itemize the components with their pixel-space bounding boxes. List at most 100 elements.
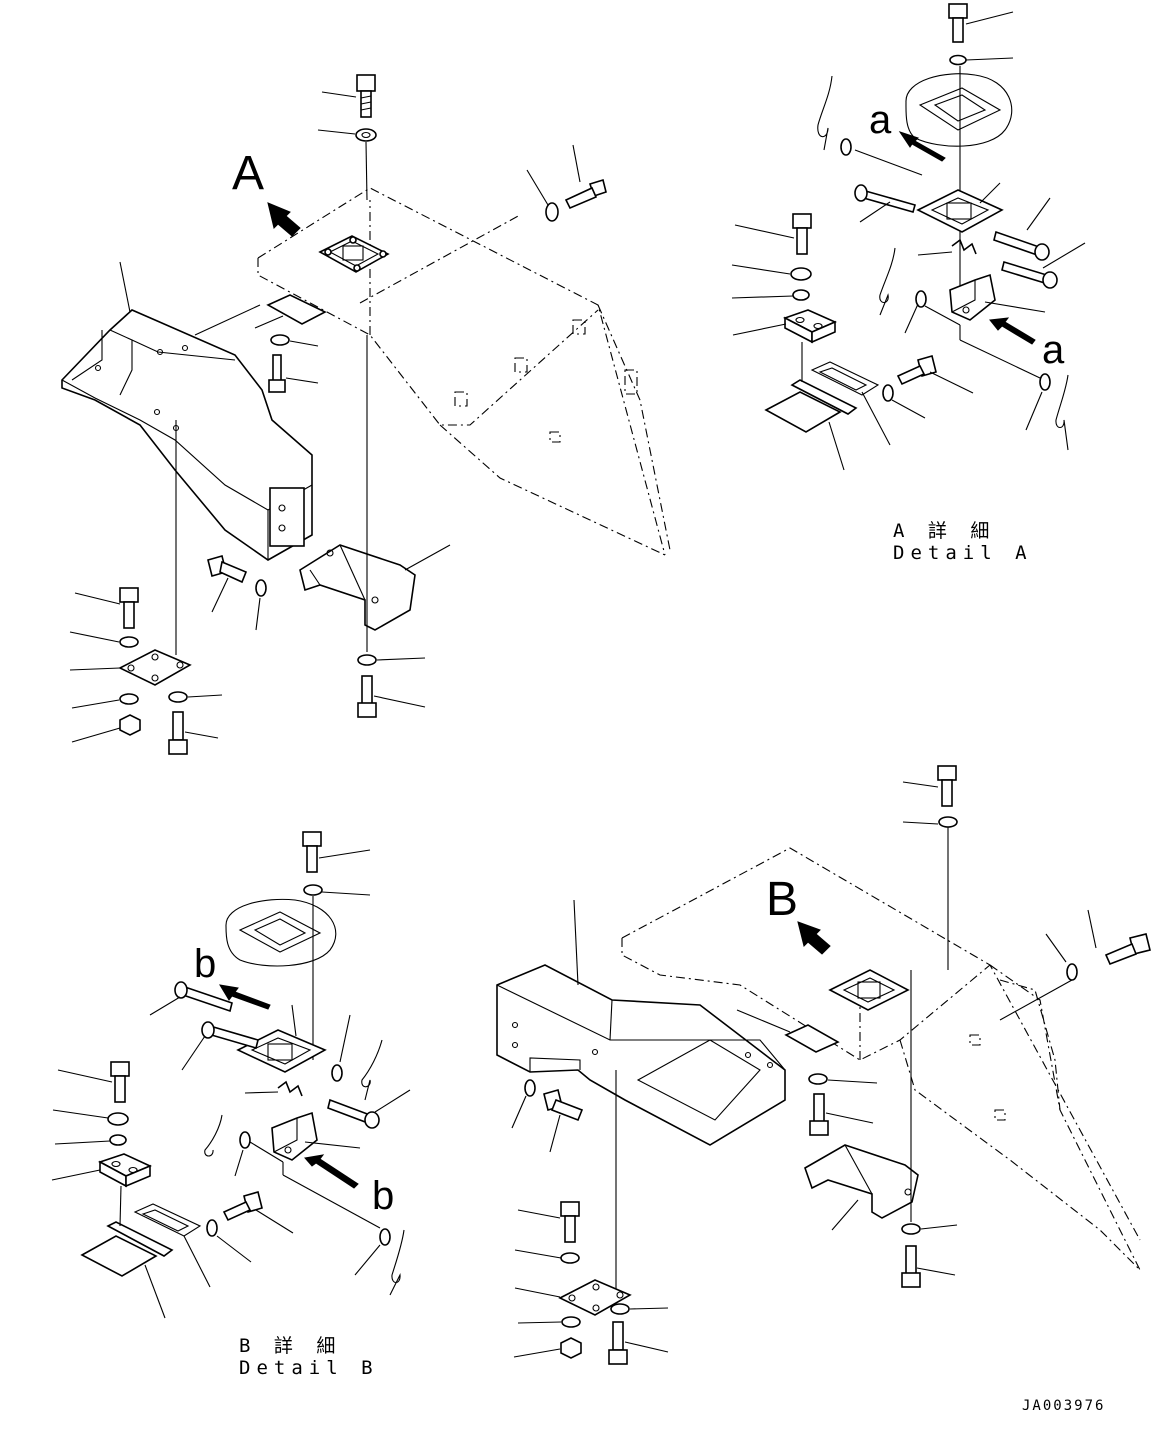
washer-icon	[109, 1134, 127, 1146]
view-arrow-icon	[267, 202, 301, 237]
bolt-icon	[543, 1089, 584, 1122]
detail-b-title-jp: B 詳 細	[239, 1335, 342, 1357]
latch-icon	[236, 1029, 327, 1073]
washer-icon	[239, 1131, 251, 1149]
bolt-icon	[110, 1061, 130, 1103]
detail-b-caption: B 詳 細 Detail B	[239, 1335, 379, 1380]
pin-icon	[201, 1021, 259, 1050]
hook-icon	[949, 273, 996, 321]
bolt-icon	[896, 355, 937, 386]
seal-outline	[225, 898, 337, 967]
washer-icon	[255, 579, 267, 597]
bolt-icon	[168, 711, 188, 755]
pin-icon	[854, 184, 916, 213]
bolt-icon	[222, 1191, 263, 1222]
washer-icon	[524, 1079, 536, 1097]
washer-icon	[119, 693, 139, 705]
pin-icon	[993, 230, 1050, 261]
detail-a-title-en: Detail A	[893, 541, 1033, 564]
washer-icon	[792, 289, 810, 301]
cab-outline	[257, 187, 671, 556]
washer-icon	[331, 1064, 343, 1082]
ref-label-b-top: b	[194, 942, 217, 986]
detail-a-caption: A 詳 細 Detail A	[893, 520, 1033, 565]
spring-icon	[277, 1080, 303, 1097]
nut-icon	[119, 714, 141, 736]
pin-icon	[174, 981, 233, 1013]
cover-bracket	[299, 544, 416, 631]
plate-icon	[558, 1279, 632, 1316]
washer-icon	[840, 138, 852, 156]
detail-a-view	[731, 3, 1086, 471]
latch-icon	[916, 189, 1004, 233]
detail-b-view	[51, 831, 411, 1319]
washer-icon	[560, 1252, 580, 1264]
view-label-b: B	[766, 873, 799, 926]
bolt-icon	[809, 1093, 829, 1136]
drawing-code: JA003976	[1022, 1398, 1106, 1414]
washer-icon	[206, 1219, 218, 1237]
block-icon	[782, 309, 837, 344]
bolt-icon	[792, 213, 812, 255]
washer-icon	[901, 1223, 921, 1235]
pin-icon	[1001, 260, 1058, 289]
bolt-icon	[1104, 933, 1151, 966]
washer-icon	[949, 54, 967, 66]
bolt-icon	[356, 74, 376, 118]
nut-icon	[560, 1337, 582, 1359]
washer-icon	[545, 202, 559, 222]
pin-icon	[327, 1098, 380, 1129]
ref-arrow-icon	[898, 131, 946, 162]
washer-icon	[303, 884, 323, 896]
washer-icon	[790, 267, 812, 281]
washer-icon	[379, 1228, 391, 1246]
plate-icon	[118, 649, 192, 686]
washer-icon	[107, 1112, 129, 1126]
ref-arrow-icon	[304, 1154, 359, 1189]
washer-icon	[561, 1316, 581, 1328]
cover-bracket	[804, 1144, 919, 1219]
washer-icon	[355, 128, 377, 142]
bolt-icon	[302, 831, 322, 873]
bracket-icon	[80, 1203, 202, 1277]
washer-icon	[808, 1073, 828, 1085]
latch-icon	[318, 235, 390, 273]
ref-label-a-bottom: a	[1042, 328, 1065, 372]
ref-label-b-bottom: b	[372, 1174, 395, 1218]
bolt-icon	[268, 354, 286, 393]
bolt-icon	[560, 1201, 580, 1243]
bolt-icon	[948, 3, 968, 43]
block-icon	[97, 1153, 152, 1188]
washer-icon	[168, 691, 188, 703]
seal-outline	[905, 73, 1013, 147]
bolt-icon	[901, 1245, 921, 1288]
plate-icon	[266, 294, 327, 325]
washer-icon	[882, 384, 894, 402]
bolt-icon	[937, 765, 957, 807]
hook-icon	[271, 1111, 318, 1161]
spring-icon	[951, 238, 977, 255]
washer-icon	[610, 1303, 630, 1315]
washer-icon	[915, 290, 927, 308]
washer-icon	[357, 654, 377, 666]
detail-b-title-en: Detail B	[239, 1356, 379, 1379]
washer-icon	[1039, 373, 1051, 391]
assembly-view-a	[61, 74, 671, 755]
assembly-view-b	[496, 765, 1151, 1365]
plate-icon	[784, 1024, 840, 1053]
detail-a-title-jp: A 詳 細	[893, 520, 996, 542]
view-arrow-icon	[797, 921, 831, 955]
bolt-icon	[608, 1321, 628, 1365]
frame-bracket	[496, 964, 786, 1146]
bolt-icon	[564, 178, 607, 210]
washer-icon	[1066, 963, 1078, 981]
view-label-a: A	[232, 147, 265, 200]
bolt-icon	[119, 587, 139, 629]
ref-label-a-top: a	[869, 98, 892, 142]
bolt-icon	[357, 675, 377, 718]
ref-arrow-icon	[219, 984, 271, 1010]
washer-icon	[938, 816, 958, 828]
cab-outline	[621, 847, 1141, 1271]
